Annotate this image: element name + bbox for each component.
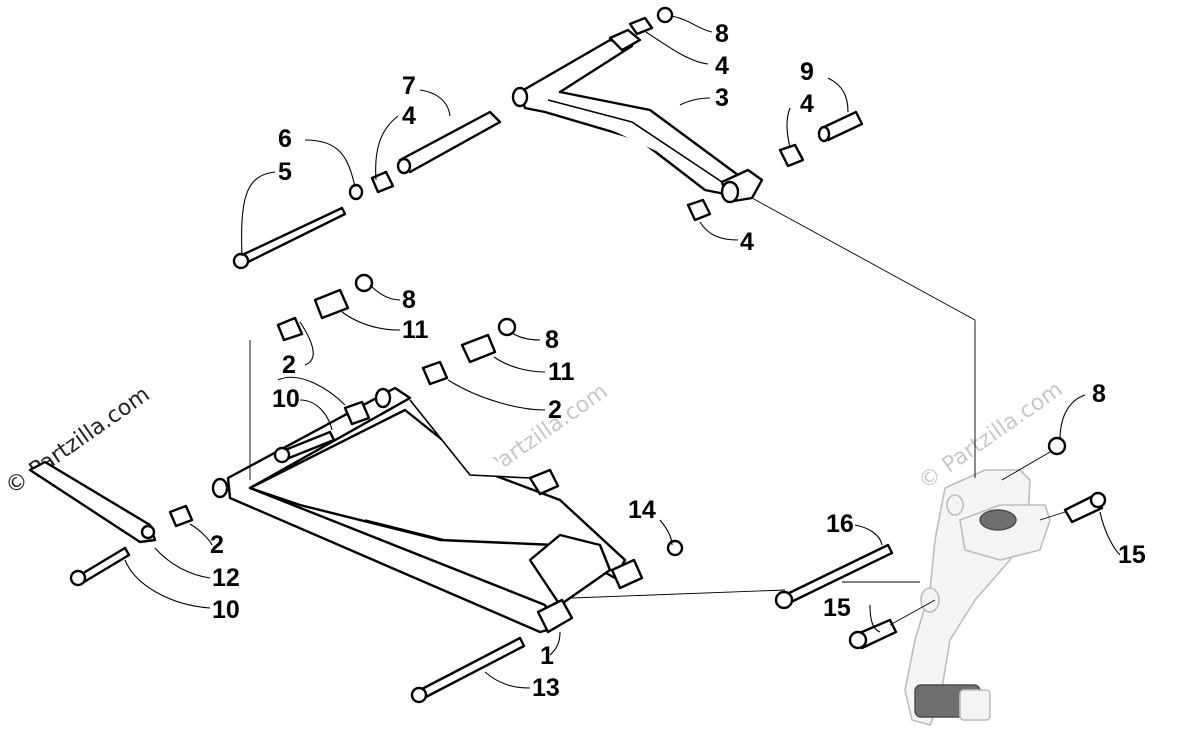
assembly-guides: [249, 197, 1066, 626]
callout-4: 4: [740, 228, 754, 256]
lower-arm-hardware: [28, 273, 1107, 704]
callout-14: 14: [628, 496, 656, 524]
upper-arm-hardware: [232, 6, 864, 270]
callout-6: 6: [278, 125, 292, 153]
callout-numbers: 8 4 3 7 4 9 4 6 5 4 8 11 8 2 11 10 2 8 1…: [210, 20, 1146, 702]
callout-12: 12: [212, 564, 240, 592]
callout-7: 7: [402, 72, 416, 100]
callout-leaders: [124, 15, 1121, 689]
callout-15: 15: [823, 594, 851, 622]
callout-11: 11: [402, 316, 429, 344]
callout-8: 8: [545, 326, 559, 354]
callout-13: 13: [532, 674, 560, 702]
callout-10: 10: [212, 596, 240, 624]
callout-8: 8: [715, 20, 729, 48]
callout-2: 2: [210, 531, 224, 559]
steering-knuckle: [904, 469, 1051, 726]
callout-2: 2: [282, 351, 296, 379]
upper-a-arm: [511, 28, 764, 204]
callout-10: 10: [272, 385, 300, 413]
callout-15: 15: [1118, 541, 1146, 569]
callout-5: 5: [278, 158, 292, 186]
callout-1: 1: [540, 642, 554, 670]
callout-8: 8: [402, 286, 416, 314]
callout-11: 11: [548, 358, 575, 386]
callout-4: 4: [715, 52, 729, 80]
callout-3: 3: [715, 84, 729, 112]
callout-8: 8: [1092, 380, 1106, 408]
callout-2: 2: [548, 396, 562, 424]
lower-a-arm: [211, 386, 644, 634]
callout-4: 4: [402, 102, 416, 130]
callout-16: 16: [826, 510, 854, 538]
callout-4: 4: [800, 90, 814, 118]
callout-9: 9: [800, 58, 814, 86]
